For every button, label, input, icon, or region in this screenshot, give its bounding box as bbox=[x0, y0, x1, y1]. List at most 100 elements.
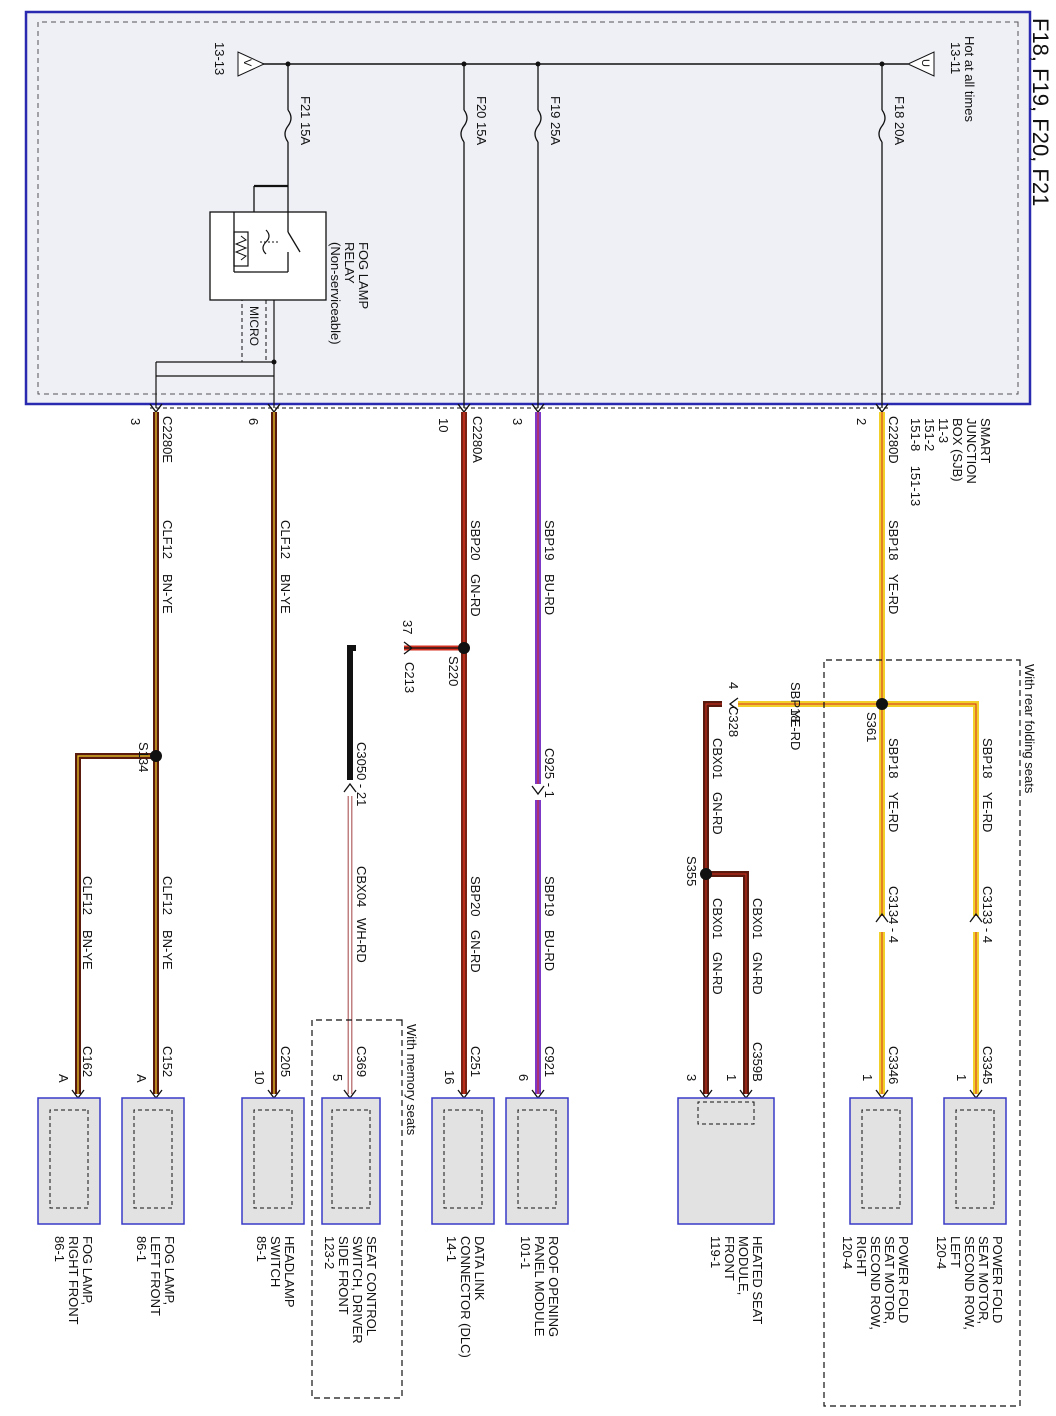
inline-connector-arrows bbox=[343, 641, 983, 923]
wire-c213-c3050 bbox=[347, 645, 356, 780]
memory-seats-label: With memory seats bbox=[404, 1024, 419, 1136]
rear-folding-label: With rear folding seats bbox=[1022, 664, 1037, 794]
fuse-f19-rating: 25A bbox=[548, 122, 563, 146]
power-left-tri-letter: V bbox=[241, 59, 253, 67]
sjb-inner-dashed bbox=[37, 21, 1019, 395]
splice-s220 bbox=[458, 642, 470, 654]
c925-label: C925 - 1 bbox=[542, 748, 557, 798]
wire-cbx01-b-circuit: CBX01 bbox=[710, 898, 725, 940]
roof-name: ROOF OPENING PANEL MODULE 101-1 bbox=[518, 1236, 561, 1338]
wire-sbp20-b-color: GN-RD bbox=[468, 930, 483, 973]
component-pf-left bbox=[943, 1097, 1007, 1225]
fuse-f21-path bbox=[284, 64, 292, 186]
component-roof bbox=[505, 1097, 569, 1225]
pf-left-pin: 1 bbox=[954, 1074, 969, 1082]
wire-cbx01-c-circuit: CBX01 bbox=[750, 898, 765, 940]
fog-relay-box bbox=[209, 211, 327, 301]
dlc-name: DATA LINK CONNECTOR (DLC) 14-1 bbox=[444, 1236, 487, 1358]
component-heated-seat bbox=[677, 1097, 775, 1225]
wire-sbp18-main-color: YE-RD bbox=[886, 574, 901, 615]
wire-cbx01-a-color: GN-RD bbox=[710, 792, 725, 835]
pf-right-pin: 1 bbox=[860, 1074, 875, 1082]
wire-clf12-c-color: BN-YE bbox=[160, 930, 175, 970]
dlc-pin: 16 bbox=[442, 1070, 457, 1085]
page-title: F18, F19, F20, F21 bbox=[1028, 18, 1053, 207]
wire-cbx04-circuit: CBX04 bbox=[354, 866, 369, 908]
fuse-f21-name: F21 bbox=[298, 96, 313, 119]
c328-label: C328 bbox=[726, 706, 741, 738]
sjb-pin-5: 2 bbox=[854, 418, 869, 426]
wire-sbp18-c3133-color: YE-RD bbox=[980, 792, 995, 833]
roof-pin: 6 bbox=[516, 1074, 531, 1082]
relay-label: FOG LAMP RELAY (Non-serviceable) bbox=[328, 242, 371, 345]
fog-rf-pin: A bbox=[56, 1074, 71, 1083]
wire-cbx01 bbox=[703, 701, 749, 1094]
seat-control-pin: 5 bbox=[330, 1074, 345, 1082]
power-right-label: 13-11 bbox=[948, 42, 963, 75]
fog-lf-name: FOG LAMP, LEFT FRONT 86-1 bbox=[134, 1236, 177, 1316]
roof-connector: C921 bbox=[542, 1046, 557, 1078]
wire-clf12-d-color: BN-YE bbox=[80, 930, 95, 970]
splice-s355 bbox=[700, 868, 712, 880]
heated-seat-name: HEATED SEAT MODULE, FRONT 119-1 bbox=[708, 1236, 765, 1325]
fog-lf-pin: A bbox=[134, 1074, 149, 1083]
fuse-f20-rating: 15A bbox=[474, 122, 489, 146]
wire-clf12-b-circuit: CLF12 bbox=[278, 520, 293, 560]
rear-folding-box bbox=[823, 659, 1021, 1407]
sjb-pin-1: 3 bbox=[128, 418, 143, 426]
c3050-label: C3050 - 21 bbox=[354, 742, 369, 807]
pf-right-name: POWER FOLD SEAT MOTOR, SECOND ROW, RIGHT… bbox=[840, 1236, 911, 1330]
wire-sbp18-c3133-circuit: SBP18 bbox=[980, 738, 995, 779]
wire-cbx01-c-color: GN-RD bbox=[750, 952, 765, 995]
fuse-f21-rating: 15A bbox=[298, 122, 313, 146]
wire-sbp20-a-color: GN-RD bbox=[468, 574, 483, 617]
c3133-label: C3133 - 4 bbox=[980, 886, 995, 944]
wire-sbp18-c3134-color: YE-RD bbox=[886, 792, 901, 833]
wire-cbx01-a-circuit: CBX01 bbox=[710, 738, 725, 780]
fuse-f20-path bbox=[460, 64, 468, 408]
hot-label: Hot at all times bbox=[962, 36, 977, 122]
component-seat-control bbox=[321, 1097, 381, 1225]
heated-seat-pin: 3 bbox=[684, 1074, 699, 1082]
fuse-f19-name: F19 bbox=[548, 96, 563, 119]
power-tri-right bbox=[906, 51, 935, 77]
headlamp-name: HEADLAMP SWITCH 85-1 bbox=[254, 1236, 297, 1308]
splice-s361-label: S361 bbox=[864, 712, 879, 743]
wire-sbp20-a-circuit: SBP20 bbox=[468, 520, 483, 561]
fuse-f18-rating: 20A bbox=[892, 122, 907, 146]
wire-clf12-a-circuit: CLF12 bbox=[160, 520, 175, 560]
pf-left-connector: C3345 bbox=[980, 1046, 995, 1085]
sjb-module-label: SMART JUNCTION BOX (SJB) 11-3 151-2 151-… bbox=[908, 418, 993, 507]
wire-clf12-right bbox=[75, 753, 156, 1094]
power-right-tri-letter: U bbox=[919, 59, 931, 67]
heated-seat-connector: C359B bbox=[750, 1042, 765, 1082]
splice-s355-label: S355 bbox=[684, 856, 699, 887]
splice-s220-label: S220 bbox=[446, 656, 461, 687]
power-tri-left bbox=[237, 51, 266, 77]
fuse-f20-name: F20 bbox=[474, 96, 489, 119]
component-fog-lf bbox=[121, 1097, 185, 1225]
fog-rf-name: FOG LAMP, RIGHT FRONT 86-1 bbox=[52, 1236, 95, 1325]
wire-sbp18-c3133 bbox=[882, 701, 979, 1094]
splice-s134-label: S134 bbox=[136, 742, 151, 773]
sjb-box bbox=[24, 10, 1032, 406]
headlamp-connector: C205 bbox=[278, 1046, 293, 1078]
sjb-conn-5: C2280D bbox=[886, 416, 901, 464]
fuse-f19-path bbox=[534, 64, 542, 408]
wire-cbx04-color: WH-RD bbox=[354, 918, 369, 963]
micro-label: MICRO bbox=[247, 306, 261, 346]
wire-sbp18-c3134-circuit: SBP18 bbox=[886, 738, 901, 779]
seat-control-name: SEAT CONTROL SWITCH, DRIVER SIDE FRONT 1… bbox=[322, 1236, 379, 1344]
pf-right-connector: C3346 bbox=[886, 1046, 901, 1085]
memory-seats-box bbox=[311, 1019, 403, 1399]
wire-clf12-b-color: BN-YE bbox=[278, 574, 293, 614]
fog-rf-connector: C162 bbox=[80, 1046, 95, 1078]
wire-sbp19-a-circuit: SBP19 bbox=[542, 520, 557, 561]
wire-clf12-c-circuit: CLF12 bbox=[160, 876, 175, 916]
splice-s134 bbox=[150, 750, 162, 762]
fog-lf-connector: C152 bbox=[160, 1046, 175, 1078]
splice-s361 bbox=[876, 698, 888, 710]
power-left-label: 13-13 bbox=[212, 42, 227, 76]
wire-sbp19-a-color: BU-RD bbox=[542, 574, 557, 616]
